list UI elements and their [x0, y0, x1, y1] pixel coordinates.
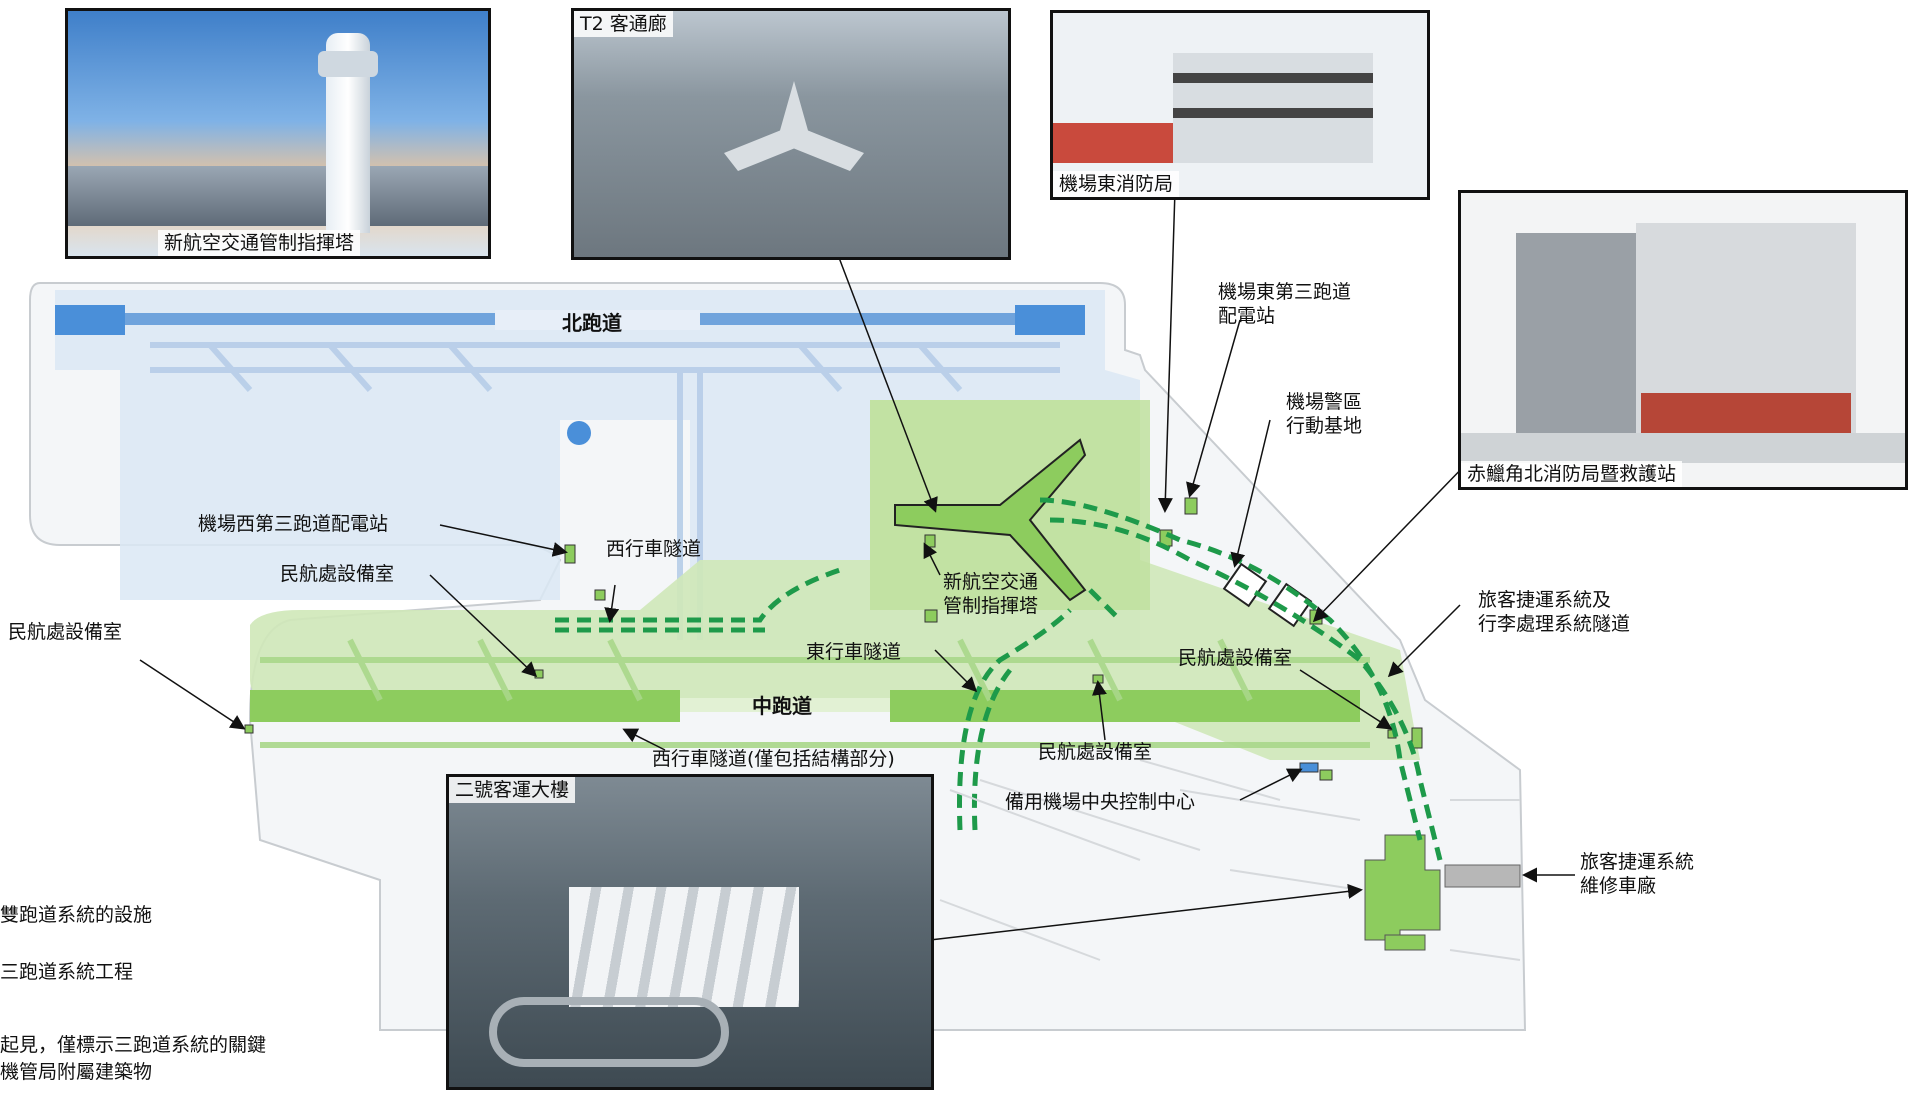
- apm-tunnel-line: [1039, 497, 1423, 841]
- label-backup-control-centre: 備用機場中央控制中心: [1005, 791, 1196, 813]
- westbound-tunnel-line: [555, 567, 841, 623]
- link-line: [1088, 588, 1122, 622]
- eastbound-tunnel-line-2: [971, 668, 1012, 831]
- photo-caption-tower: 新航空交通管制指揮塔: [158, 230, 361, 256]
- label-new-tower: 新航空交通管制指揮塔: [943, 571, 1039, 617]
- legend-line-1: 雙跑道系統的設施: [0, 904, 153, 926]
- photo-caption-t2-building: 二號客運大樓: [449, 777, 576, 803]
- north-runway-block-west: [55, 305, 125, 335]
- label-cad-equipment-1: 民航處設備室: [280, 563, 395, 585]
- centre-runway-middle: [680, 698, 890, 712]
- label-eastbound-tunnel: 東行車隧道: [806, 641, 902, 663]
- north-runway-block-east: [1015, 305, 1085, 335]
- photo-new-control-tower: 新航空交通管制指揮塔: [65, 8, 491, 259]
- photo-t2-concourse: T2 客通廊: [571, 8, 1011, 260]
- apm-tunnel-line-2: [1049, 517, 1443, 861]
- photo-fire-station-east: 機場東消防局: [1050, 10, 1430, 200]
- centre-runway-east: [890, 690, 1360, 722]
- label-apm-depot: 旅客捷運系統維修車廠: [1580, 851, 1695, 897]
- t2-concourse-shape: [894, 438, 1087, 602]
- legend-line-2: 三跑道系統工程: [0, 961, 134, 983]
- label-cad-equipment-2: 民航處設備室: [8, 621, 123, 643]
- photo-caption-t2-concourse: T2 客通廊: [574, 11, 673, 37]
- label-police-base: 機場警區行動基地: [1286, 391, 1363, 437]
- label-westbound-tunnel: 西行車隧道: [606, 538, 702, 560]
- t2-building-annex: [1384, 934, 1426, 951]
- label-westbound-tunnel-structure: 西行車隧道(僅包括結構部分): [652, 748, 895, 770]
- label-apm-bhs-tunnel: 旅客捷運系統及行李處理系統隧道: [1478, 589, 1631, 635]
- label-west-substation: 機場西第三跑道配電站: [198, 513, 389, 535]
- north-runway-label: 北跑道: [562, 311, 622, 335]
- t2-building-shape: [1364, 834, 1441, 941]
- label-cad-equipment-4: 民航處設備室: [1038, 741, 1153, 763]
- centre-runway-label: 中跑道: [752, 694, 812, 718]
- label-cad-equipment-3: 民航處設備室: [1178, 647, 1293, 669]
- photo-fire-station-north: 赤鱲角北消防局暨救護站: [1458, 190, 1908, 490]
- north-runway-label-bg: [495, 310, 700, 330]
- label-east-substation: 機場東第三跑道配電站: [1218, 281, 1352, 327]
- photo-caption-fire-east: 機場東消防局: [1053, 171, 1180, 197]
- photo-caption-fire-north: 赤鱲角北消防局暨救護站: [1461, 461, 1683, 487]
- centre-runway-west: [250, 690, 680, 722]
- photo-t2-building: 二號客運大樓: [446, 774, 934, 1090]
- legend-note-1: 起見，僅標示三跑道系統的關鍵: [0, 1034, 267, 1056]
- apm-depot-shape: [1444, 864, 1521, 888]
- legend-note-2: 機管局附屬建築物: [0, 1061, 153, 1083]
